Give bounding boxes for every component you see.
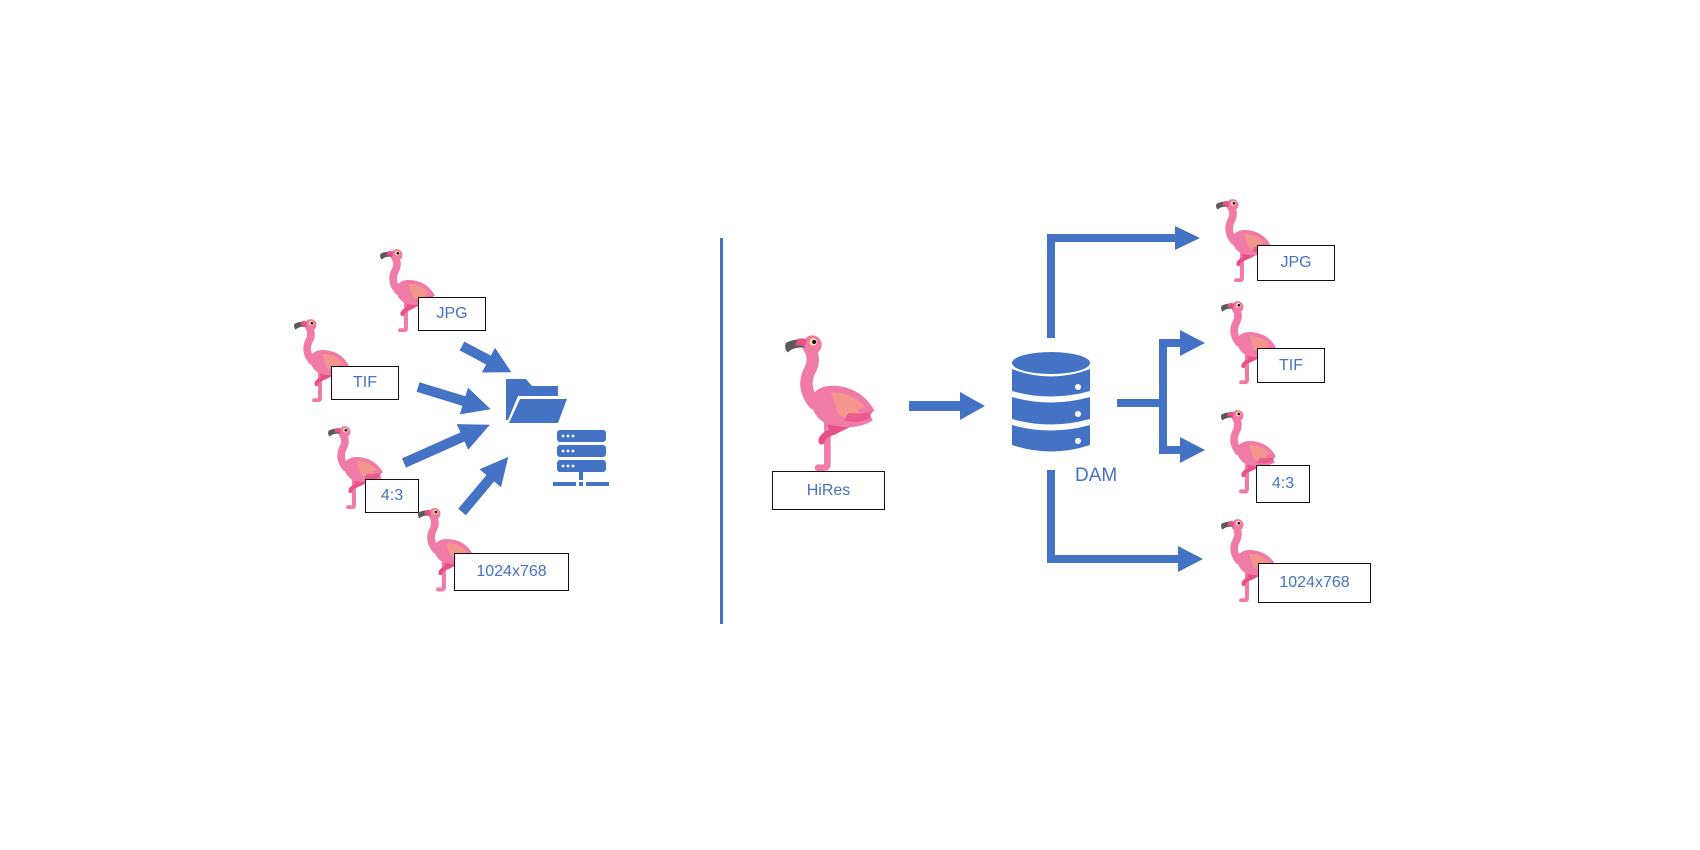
source-label-hires: HiRes <box>772 471 885 510</box>
panel-divider <box>720 238 723 624</box>
output-label-tif: TIF <box>1257 348 1325 383</box>
arrow-tif-to-folder <box>416 382 491 415</box>
connector-dam-to-jpg <box>1047 226 1200 338</box>
connector-dam-to-tif-43 <box>1117 330 1205 463</box>
server-icon <box>553 430 609 486</box>
arrow-jpg-to-folder <box>459 341 512 373</box>
rendition-label-1024x768: 1024x768 <box>454 553 569 591</box>
rendition-label-jpg: JPG <box>418 297 486 331</box>
arrow-43-to-folder <box>401 424 490 468</box>
connector-dam-to-1024 <box>1047 470 1203 572</box>
database-icon <box>1012 352 1090 452</box>
rendition-label-tif: TIF <box>331 366 399 400</box>
arrow-hires-to-dam <box>909 392 985 420</box>
rendition-label-4-3: 4:3 <box>365 479 419 513</box>
dam-label: DAM <box>1075 465 1118 486</box>
output-label-4-3: 4:3 <box>1256 465 1310 503</box>
output-label-1024x768: 1024x768 <box>1258 563 1371 603</box>
folder-icon <box>506 379 567 423</box>
output-label-jpg: JPG <box>1257 245 1335 281</box>
arrow-1024-to-folder <box>458 456 509 516</box>
